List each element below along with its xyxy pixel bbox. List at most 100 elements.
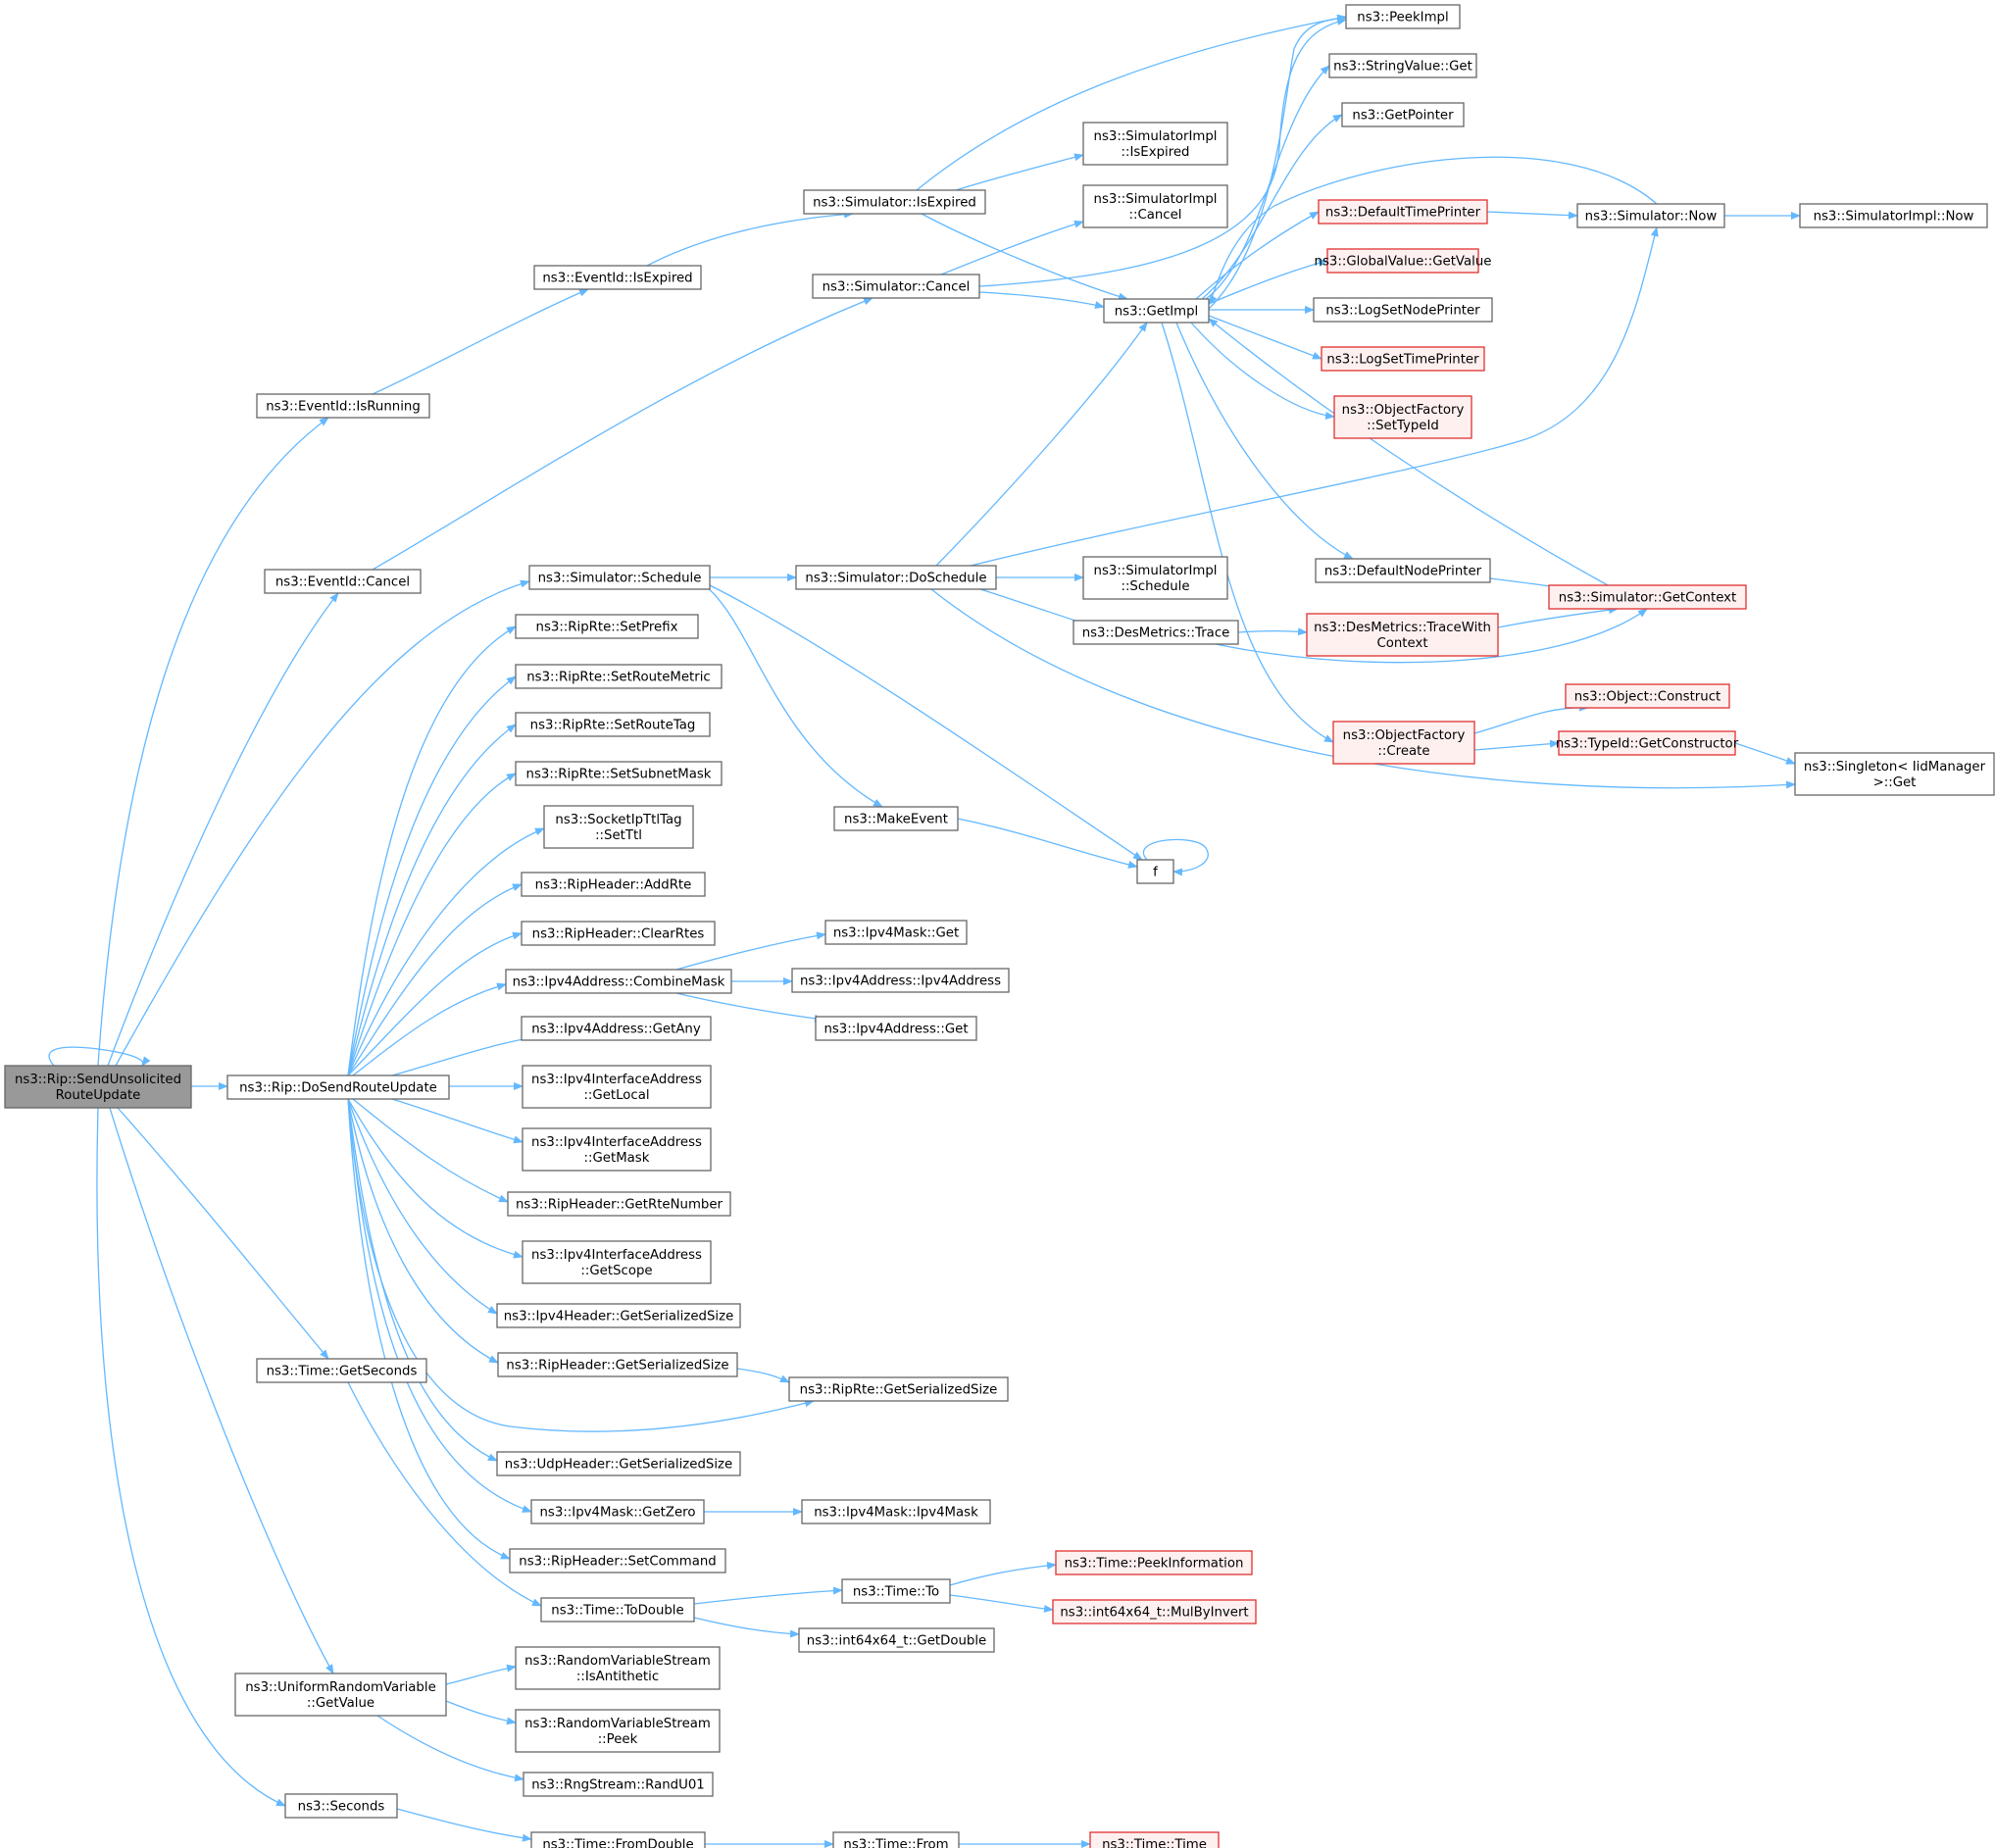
node-box[interactable]	[522, 1127, 712, 1172]
node-getImpl[interactable]: ns3::GetImpl	[1103, 298, 1210, 324]
node-evIsExpired[interactable]: ns3::EventId::IsExpired	[533, 265, 702, 290]
node-addrGet[interactable]: ns3::Ipv4Address::Get	[815, 1016, 977, 1041]
node-box[interactable]	[1072, 620, 1239, 645]
node-box[interactable]	[521, 1016, 712, 1041]
node-timeFrom[interactable]: ns3::Time::From	[832, 1831, 960, 1848]
node-box[interactable]	[522, 1065, 712, 1109]
node-box[interactable]	[1333, 395, 1472, 439]
node-box[interactable]	[530, 1831, 706, 1848]
node-box[interactable]	[832, 1831, 960, 1848]
node-box[interactable]	[496, 1451, 741, 1476]
node-box[interactable]	[791, 968, 1010, 993]
node-box[interactable]	[1318, 199, 1488, 225]
node-ripRteSize[interactable]: ns3::RipRte::GetSerializedSize	[788, 1376, 1009, 1402]
node-implNow[interactable]: ns3::SimulatorImpl::Now	[1799, 203, 1988, 228]
node-box[interactable]	[824, 920, 968, 945]
node-box[interactable]	[1103, 298, 1210, 324]
node-mulByInvert[interactable]: ns3::int64x64_t::MulByInvert	[1052, 1599, 1257, 1624]
node-simCancel[interactable]: ns3::Simulator::Cancel	[812, 274, 980, 299]
node-box[interactable]	[507, 1191, 731, 1217]
node-box[interactable]	[4, 1065, 192, 1109]
node-ipv4HdrSize[interactable]: ns3::Ipv4Header::GetSerializedSize	[496, 1303, 741, 1328]
node-box[interactable]	[521, 921, 716, 946]
node-maskGet[interactable]: ns3::Ipv4Mask::Get	[824, 920, 968, 945]
node-box[interactable]	[264, 569, 422, 594]
node-evRunning[interactable]: ns3::EventId::IsRunning	[256, 393, 430, 419]
node-logTimePrinter[interactable]: ns3::LogSetTimePrinter	[1321, 346, 1485, 372]
node-getLocal[interactable]: ns3::Ipv4InterfaceAddress::GetLocal	[522, 1065, 712, 1109]
node-box[interactable]	[1799, 203, 1988, 228]
node-defTimePrinter[interactable]: ns3::DefaultTimePrinter	[1318, 199, 1488, 225]
node-box[interactable]	[515, 1709, 721, 1753]
node-timeToDouble[interactable]: ns3::Time::ToDouble	[540, 1597, 695, 1623]
node-box[interactable]	[1082, 184, 1228, 228]
node-box[interactable]	[540, 1597, 695, 1623]
node-maskGetZero[interactable]: ns3::Ipv4Mask::GetZero	[530, 1499, 705, 1524]
node-udpHdrSize[interactable]: ns3::UdpHeader::GetSerializedSize	[496, 1451, 741, 1476]
node-desTrace[interactable]: ns3::DesMetrics::Trace	[1072, 620, 1239, 645]
node-combineMask[interactable]: ns3::Ipv4Address::CombineMask	[505, 969, 732, 994]
node-box[interactable]	[1321, 346, 1485, 372]
node-box[interactable]	[841, 1578, 951, 1604]
node-peekImpl[interactable]: ns3::PeekImpl	[1345, 4, 1461, 29]
node-setRouteTag[interactable]: ns3::RipRte::SetRouteTag	[515, 712, 711, 737]
node-defNodePrinter[interactable]: ns3::DefaultNodePrinter	[1315, 558, 1491, 583]
node-ripHdrSize[interactable]: ns3::RipHeader::GetSerializedSize	[497, 1352, 738, 1377]
node-maskCtor[interactable]: ns3::Ipv4Mask::Ipv4Mask	[801, 1499, 991, 1524]
node-box[interactable]	[1328, 53, 1477, 78]
node-getCtor[interactable]: ns3::TypeId::GetConstructor	[1556, 730, 1739, 756]
node-box[interactable]	[1082, 556, 1228, 600]
node-box[interactable]	[256, 1358, 427, 1383]
node-implIsExpired[interactable]: ns3::SimulatorImpl::IsExpired	[1082, 122, 1228, 166]
node-box[interactable]	[496, 1303, 741, 1328]
node-setPrefix[interactable]: ns3::RipRte::SetPrefix	[515, 614, 699, 639]
node-box[interactable]	[1136, 859, 1174, 884]
node-uniformGetValue[interactable]: ns3::UniformRandomVariable::GetValue	[234, 1673, 447, 1717]
node-addrCtor[interactable]: ns3::Ipv4Address::Ipv4Address	[791, 968, 1010, 993]
node-box[interactable]	[815, 1016, 977, 1041]
node-box[interactable]	[234, 1673, 447, 1717]
node-box[interactable]	[515, 614, 699, 639]
node-peekInfo[interactable]: ns3::Time::PeekInformation	[1055, 1550, 1253, 1575]
node-box[interactable]	[515, 1646, 721, 1690]
node-doSend[interactable]: ns3::Rip::DoSendRouteUpdate	[226, 1074, 450, 1100]
node-getMask[interactable]: ns3::Ipv4InterfaceAddress::GetMask	[522, 1127, 712, 1172]
node-box[interactable]	[1576, 203, 1725, 228]
node-getContext[interactable]: ns3::Simulator::GetContext	[1548, 584, 1747, 610]
node-box[interactable]	[505, 969, 732, 994]
node-setTtl[interactable]: ns3::SocketIpTtlTag::SetTtl	[543, 805, 694, 849]
node-box[interactable]	[1341, 102, 1465, 127]
node-box[interactable]	[522, 1240, 712, 1284]
node-box[interactable]	[801, 1499, 991, 1524]
node-clearRtes[interactable]: ns3::RipHeader::ClearRtes	[521, 921, 716, 946]
node-box[interactable]	[543, 805, 694, 849]
node-box[interactable]	[1052, 1599, 1257, 1624]
node-objConstruct[interactable]: ns3::Object::Construct	[1565, 683, 1730, 709]
node-getAny[interactable]: ns3::Ipv4Address::GetAny	[521, 1016, 712, 1041]
node-f[interactable]: f	[1136, 859, 1174, 884]
node-randU01[interactable]: ns3::RngStream::RandU01	[523, 1772, 714, 1797]
node-box[interactable]	[515, 761, 723, 786]
node-seconds[interactable]: ns3::Seconds	[284, 1793, 398, 1819]
node-simDoSchedule[interactable]: ns3::Simulator::DoSchedule	[795, 565, 997, 590]
node-box[interactable]	[795, 565, 997, 590]
node-timeTime[interactable]: ns3::Time::Time	[1089, 1831, 1220, 1848]
node-box[interactable]	[1313, 297, 1493, 323]
node-implSchedule[interactable]: ns3::SimulatorImpl::Schedule	[1082, 556, 1228, 600]
node-setSubnetMask[interactable]: ns3::RipRte::SetSubnetMask	[515, 761, 723, 786]
node-box[interactable]	[1345, 4, 1461, 29]
node-fromDouble[interactable]: ns3::Time::FromDouble	[530, 1831, 706, 1848]
node-box[interactable]	[1558, 730, 1736, 756]
node-makeEvent[interactable]: ns3::MakeEvent	[833, 806, 959, 831]
node-box[interactable]	[515, 712, 711, 737]
node-stringGet[interactable]: ns3::StringValue::Get	[1328, 53, 1477, 78]
node-simIsExpired[interactable]: ns3::Simulator::IsExpired	[803, 189, 986, 215]
node-getScope[interactable]: ns3::Ipv4InterfaceAddress::GetScope	[522, 1240, 712, 1284]
node-setCommand[interactable]: ns3::RipHeader::SetCommand	[509, 1548, 726, 1573]
node-box[interactable]	[1055, 1550, 1253, 1575]
node-singletonGet[interactable]: ns3::Singleton< IidManager>::Get	[1794, 752, 1995, 796]
node-timeTo[interactable]: ns3::Time::To	[841, 1578, 951, 1604]
node-box[interactable]	[1794, 752, 1995, 796]
